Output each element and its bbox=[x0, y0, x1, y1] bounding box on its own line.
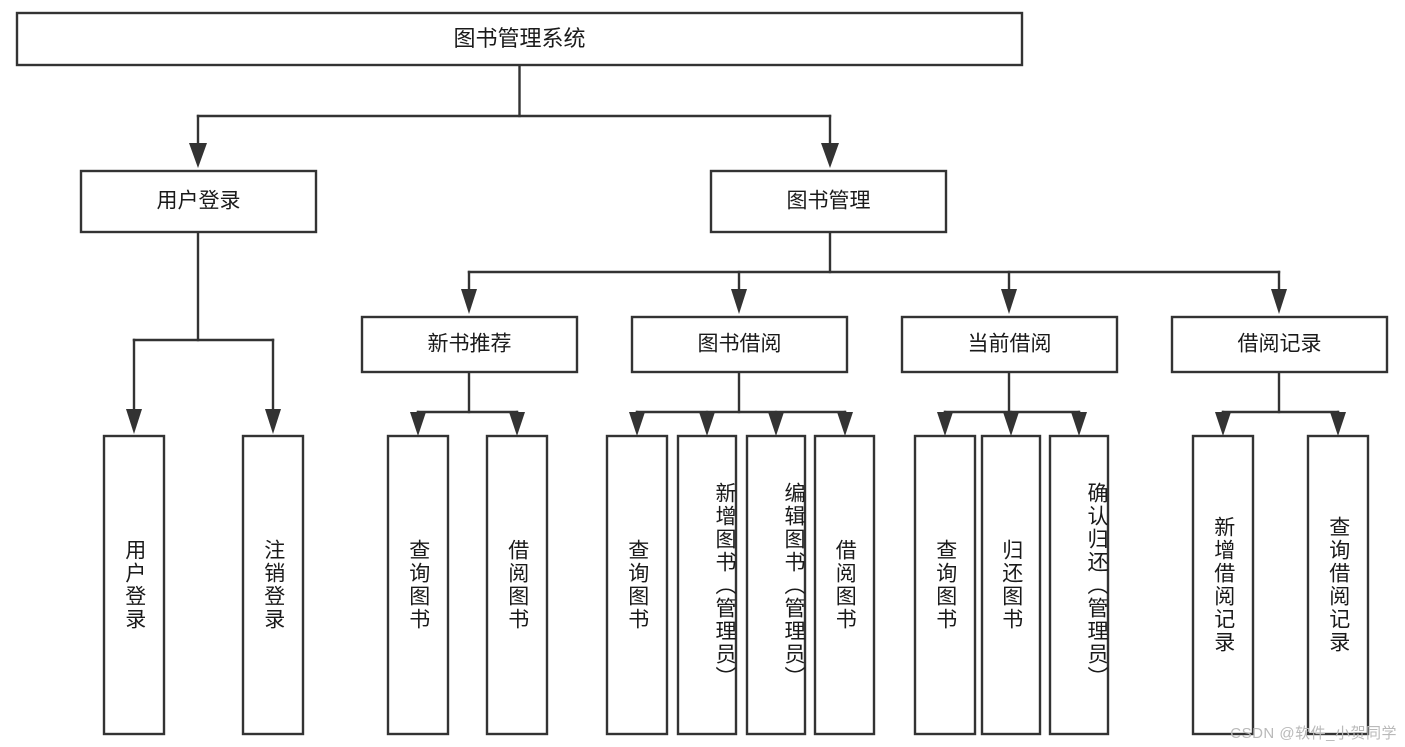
node-root[interactable]: 图书管理系统 bbox=[15, 11, 1024, 67]
edges-bookborrow-to-leaves bbox=[629, 370, 853, 436]
watermark-text: CSDN @软件_小贺同学 bbox=[1230, 725, 1397, 742]
node-book-borrow-box bbox=[630, 315, 849, 374]
node-leaf-edit-book-admin-box[interactable] bbox=[745, 434, 807, 736]
arrow-leaf-confirm-return-admin bbox=[1071, 412, 1087, 436]
edges-root-to-level2 bbox=[189, 63, 839, 168]
arrow-leaf-return-book bbox=[1003, 412, 1019, 436]
node-leaf-query-book-rec-box[interactable] bbox=[386, 434, 450, 736]
node-book-manage-label: 图书管理 bbox=[787, 190, 871, 213]
arrow-leaf-query-book-bor bbox=[629, 412, 645, 436]
edges-bookmanage-to-level3 bbox=[461, 230, 1287, 314]
node-leaf-user-login-box[interactable] bbox=[102, 434, 166, 736]
arrow-borrow-record bbox=[1271, 289, 1287, 314]
node-leaf-add-borrow-record-box[interactable] bbox=[1191, 434, 1255, 736]
node-root-box bbox=[15, 11, 1024, 67]
arrow-new-book-recommend bbox=[461, 289, 477, 314]
node-leaf-query-book-cur-box[interactable] bbox=[913, 434, 977, 736]
arrow-leaf-edit-book-admin bbox=[768, 412, 784, 436]
node-leaf-return-book-box[interactable] bbox=[980, 434, 1042, 736]
arrow-current-borrow bbox=[1001, 289, 1017, 314]
node-leaf-borrow-book-bor-box[interactable] bbox=[813, 434, 876, 736]
arrow-leaf-borrow-book-bor bbox=[837, 412, 853, 436]
node-new-book-recommend-label: 新书推荐 bbox=[428, 333, 512, 356]
node-user-login[interactable]: 用户登录 bbox=[79, 169, 318, 234]
node-book-manage-box bbox=[709, 169, 948, 234]
edges-newbook-to-leaves bbox=[410, 370, 525, 436]
arrow-leaf-query-borrow-record bbox=[1330, 412, 1346, 436]
arrow-leaf-logout-login bbox=[265, 409, 281, 434]
node-new-book-recommend[interactable]: 新书推荐 bbox=[360, 315, 579, 374]
node-leaf-logout-login-box[interactable] bbox=[241, 434, 305, 736]
arrow-book-manage bbox=[821, 143, 839, 168]
node-current-borrow[interactable]: 当前借阅 bbox=[900, 315, 1119, 374]
node-leaf-query-borrow-record-box[interactable] bbox=[1306, 434, 1370, 736]
edges-userlogin-to-leaves bbox=[126, 230, 281, 434]
node-root-label: 图书管理系统 bbox=[453, 26, 585, 51]
node-leaf-confirm-return-admin-box[interactable] bbox=[1048, 434, 1110, 736]
node-current-borrow-box bbox=[900, 315, 1119, 374]
arrow-leaf-add-borrow-record bbox=[1215, 412, 1231, 436]
node-borrow-record-box bbox=[1170, 315, 1389, 374]
node-new-book-recommend-box bbox=[360, 315, 579, 374]
edges-borrowrecord-to-leaves bbox=[1215, 370, 1346, 436]
arrow-leaf-query-book-cur bbox=[937, 412, 953, 436]
node-leaf-borrow-book-rec-box[interactable] bbox=[485, 434, 549, 736]
arrow-user-login bbox=[189, 143, 207, 168]
node-book-manage[interactable]: 图书管理 bbox=[709, 169, 948, 234]
node-borrow-record-label: 借阅记录 bbox=[1238, 333, 1322, 356]
arrow-leaf-borrow-book-rec bbox=[509, 412, 525, 436]
node-leaf-add-book-admin-box[interactable] bbox=[676, 434, 738, 736]
arrow-book-borrow bbox=[731, 289, 747, 314]
arrow-leaf-user-login bbox=[126, 409, 142, 434]
node-book-borrow[interactable]: 图书借阅 bbox=[630, 315, 849, 374]
edges-currentborrow-to-leaves bbox=[937, 370, 1087, 436]
arrow-leaf-add-book-admin bbox=[699, 412, 715, 436]
node-user-login-box bbox=[79, 169, 318, 234]
leaf-boxes bbox=[102, 434, 1370, 736]
node-user-login-label: 用户登录 bbox=[157, 190, 241, 213]
node-borrow-record[interactable]: 借阅记录 bbox=[1170, 315, 1389, 374]
arrow-leaf-query-book-rec bbox=[410, 412, 426, 436]
node-current-borrow-label: 当前借阅 bbox=[968, 333, 1052, 356]
node-book-borrow-label: 图书借阅 bbox=[698, 333, 782, 356]
node-leaf-query-book-bor-box[interactable] bbox=[605, 434, 669, 736]
